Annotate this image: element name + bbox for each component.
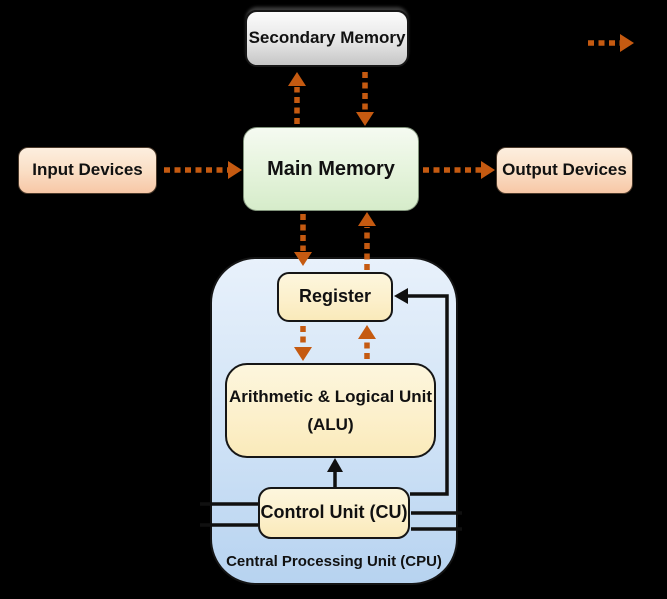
register-box: Register — [277, 272, 393, 322]
main-memory-box: Main Memory — [243, 127, 419, 211]
alu-label-line1: Arithmetic & Logical Unit — [228, 387, 433, 407]
register-label: Register — [298, 286, 372, 307]
alu-label-line2: (ALU) — [307, 414, 354, 434]
arrow-secondary-to-main-memory — [356, 72, 374, 126]
arrow-input-to-main-memory — [164, 161, 242, 179]
output-devices-box: Output Devices — [496, 147, 633, 194]
cpu-label: Central Processing Unit (CPU) — [226, 553, 442, 570]
control-unit-label: Control Unit (CU) — [260, 502, 408, 523]
secondary-memory-box: Secondary Memory — [245, 10, 409, 67]
secondary-memory-label: Secondary Memory — [248, 28, 406, 48]
input-devices-label: Input Devices — [32, 160, 143, 180]
control-unit-box: Control Unit (CU) — [258, 487, 410, 539]
arrow-main-to-secondary-memory — [288, 72, 306, 124]
main-memory-label: Main Memory — [267, 158, 395, 180]
alu-box: Arithmetic & Logical Unit (ALU) — [225, 363, 436, 458]
input-devices-box: Input Devices — [18, 147, 157, 194]
arrow-main-memory-to-output — [423, 161, 495, 179]
output-devices-label: Output Devices — [502, 160, 627, 180]
legend-data-flow-arrow-icon — [588, 34, 634, 52]
